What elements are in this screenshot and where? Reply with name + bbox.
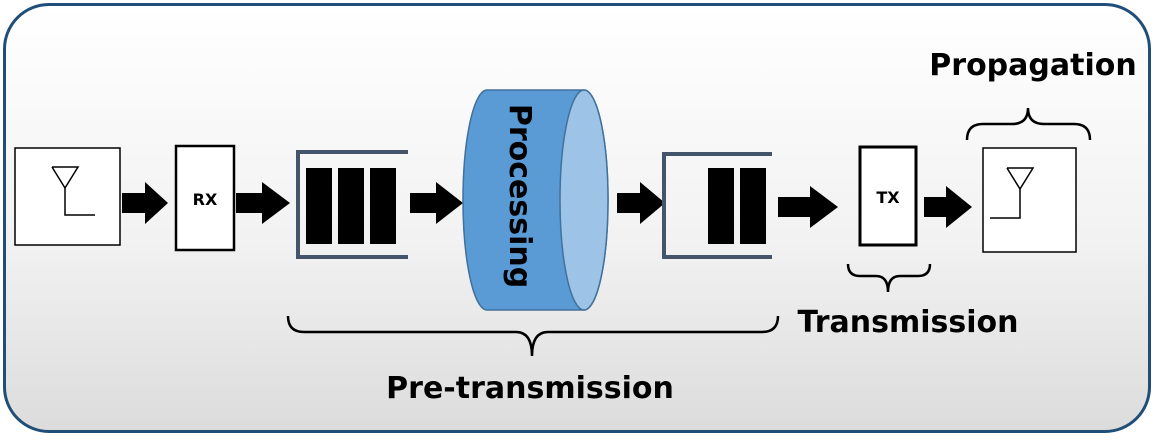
queue-slot bbox=[370, 168, 396, 244]
rx-box: RX bbox=[174, 144, 236, 252]
queue-slot bbox=[338, 168, 364, 244]
arrow-icon bbox=[122, 182, 168, 224]
arrow-icon bbox=[924, 186, 972, 228]
processing-cylinder: Processing bbox=[462, 89, 609, 311]
tx-antenna-box bbox=[982, 147, 1077, 253]
pre-transmission-brace: Pre-transmission bbox=[286, 315, 780, 406]
transmission-label: Transmission bbox=[798, 305, 1019, 340]
output-queue bbox=[662, 152, 772, 259]
arrow-icon bbox=[236, 182, 290, 224]
tx-label: TX bbox=[876, 188, 900, 207]
queue-slots bbox=[708, 168, 766, 244]
transmission-brace: Transmission bbox=[798, 263, 1019, 340]
rx-antenna-box bbox=[14, 147, 121, 246]
pre-transmission-label: Pre-transmission bbox=[386, 371, 674, 406]
arrow-icon bbox=[410, 182, 463, 224]
queue-slot bbox=[740, 168, 766, 244]
queue-slot bbox=[306, 168, 332, 244]
arrow-icon bbox=[778, 186, 838, 228]
processing-label: Processing bbox=[502, 104, 537, 288]
antenna-icon bbox=[51, 166, 95, 216]
propagation-brace: Propagation bbox=[929, 48, 1137, 141]
arrow-icon bbox=[617, 182, 665, 224]
queue-slots bbox=[306, 168, 396, 244]
rx-label: RX bbox=[193, 190, 218, 209]
antenna-icon bbox=[990, 167, 1035, 219]
tx-box: TX bbox=[858, 145, 918, 247]
queue-slot bbox=[708, 168, 734, 244]
input-queue bbox=[296, 150, 408, 259]
propagation-label: Propagation bbox=[929, 48, 1136, 83]
